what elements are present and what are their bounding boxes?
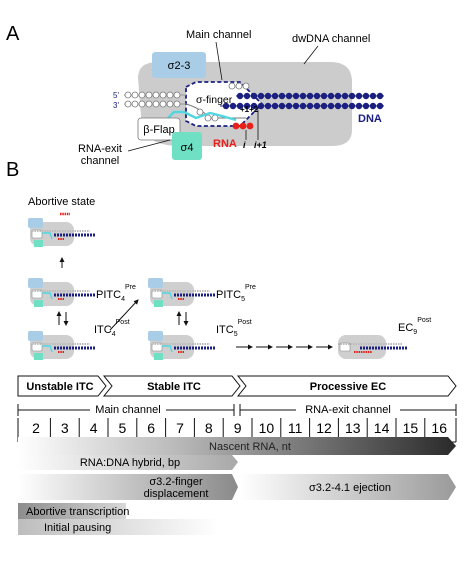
itc4-complex xyxy=(26,329,98,362)
sigma4-domain xyxy=(172,132,202,160)
ruler-number: 2 xyxy=(32,420,40,436)
ruler-number: 11 xyxy=(288,420,303,436)
ruler-number: 13 xyxy=(345,420,361,436)
bar-pausing-label: Initial pausing xyxy=(44,522,111,534)
phase-unstable-itc-label: Unstable ITC xyxy=(26,381,93,393)
equilibrium-arrows xyxy=(56,311,189,326)
pitc4-label: PITC4Pre xyxy=(96,284,136,303)
ruler-number: 7 xyxy=(176,420,184,436)
pitc5-complex xyxy=(146,276,218,309)
ruler-number: 3 xyxy=(61,420,69,436)
bar-ejection-label: σ3.2-4.1 ejection xyxy=(309,482,391,494)
bar-abortive-label: Abortive transcription xyxy=(26,506,129,518)
pos-i1-label: i+1 xyxy=(254,140,267,150)
downstream-dna xyxy=(220,92,384,110)
ruler-number: 12 xyxy=(316,420,332,436)
panel-letter-a: A xyxy=(6,23,20,45)
dna-label: DNA xyxy=(358,113,382,125)
main-channel-range-label: Main channel xyxy=(95,404,160,416)
sigma23-label: σ2-3 xyxy=(168,60,191,72)
bar-finger-displacement xyxy=(18,474,238,500)
bar-finger-displacement-label-2: displacement xyxy=(144,488,209,500)
itc5-label: ITC5Post xyxy=(216,319,252,338)
rna-nucleotides xyxy=(232,122,254,130)
ruler-number: 9 xyxy=(234,420,242,436)
ruler-number: 10 xyxy=(259,420,275,436)
bar-finger-displacement-label-1: σ3.2-finger xyxy=(149,476,203,488)
sigma23-domain xyxy=(152,52,206,78)
itc4-label: ITC4Post xyxy=(94,319,130,338)
arrow-translocate xyxy=(109,299,139,331)
rna-exit-channel-label-2: channel xyxy=(81,155,120,167)
phase-processive-ec xyxy=(236,375,457,397)
five-prime-label: 5' xyxy=(113,91,119,100)
phase-unstable-itc xyxy=(17,375,107,397)
ruler-number: 16 xyxy=(431,420,447,436)
ruler-number: 4 xyxy=(90,420,98,436)
bar-hybrid-label: RNA:DNA hybrid, bp xyxy=(80,457,180,469)
ec9-label: EC9Post xyxy=(398,317,431,336)
ruler-number: 15 xyxy=(403,420,419,436)
panel-letter-b: B xyxy=(6,159,19,181)
three-prime-label: 3' xyxy=(113,101,119,110)
bar-ejection xyxy=(240,474,456,500)
beta-flap-label: β-Flap xyxy=(143,124,174,136)
ruler-number: 14 xyxy=(374,420,390,436)
pos-i-label: i xyxy=(243,140,246,150)
pos-12-label: +1+2 xyxy=(240,105,259,114)
bar-abortive xyxy=(18,503,126,519)
dwdna-channel-label: dwDNA channel xyxy=(292,33,370,45)
main-channel-label: Main channel xyxy=(186,29,251,41)
rna-exit-range-label: RNA-exit channel xyxy=(305,404,391,416)
rna-exit-channel-label-1: RNA-exit xyxy=(78,143,122,155)
ruler-number: 8 xyxy=(205,420,213,436)
pitc4-complex xyxy=(26,276,98,309)
bar-nascent-rna-label: Nascent RNA, nt xyxy=(209,441,291,453)
rna-label: RNA xyxy=(213,138,237,150)
pitc5-label: PITC5Pre xyxy=(216,284,256,303)
abortive-complex xyxy=(26,212,98,249)
sigma-finger-label: σ-finger xyxy=(196,94,233,106)
sigma-finger xyxy=(167,110,237,122)
abortive-state-label: Abortive state xyxy=(28,196,95,208)
number-ruler: 2 3 4 5 6 7 8 9 10 11 12 13 14 15 16 xyxy=(17,418,457,442)
itc5-complex xyxy=(146,329,218,362)
sigma4-label: σ4 xyxy=(181,142,194,154)
template-strand-bases xyxy=(196,108,219,122)
bar-nascent-rna xyxy=(18,437,456,455)
upstream-dna xyxy=(124,82,250,108)
bar-hybrid xyxy=(18,455,238,470)
phase-stable-itc-label: Stable ITC xyxy=(147,381,201,393)
bar-pausing xyxy=(18,519,218,535)
beta-flap xyxy=(137,117,181,141)
ruler-number: 5 xyxy=(119,420,127,436)
ec9-complex xyxy=(336,333,410,361)
ruler-number: 6 xyxy=(147,420,155,436)
phase-processive-ec-label: Processive EC xyxy=(310,381,386,393)
phase-stable-itc xyxy=(102,375,241,397)
